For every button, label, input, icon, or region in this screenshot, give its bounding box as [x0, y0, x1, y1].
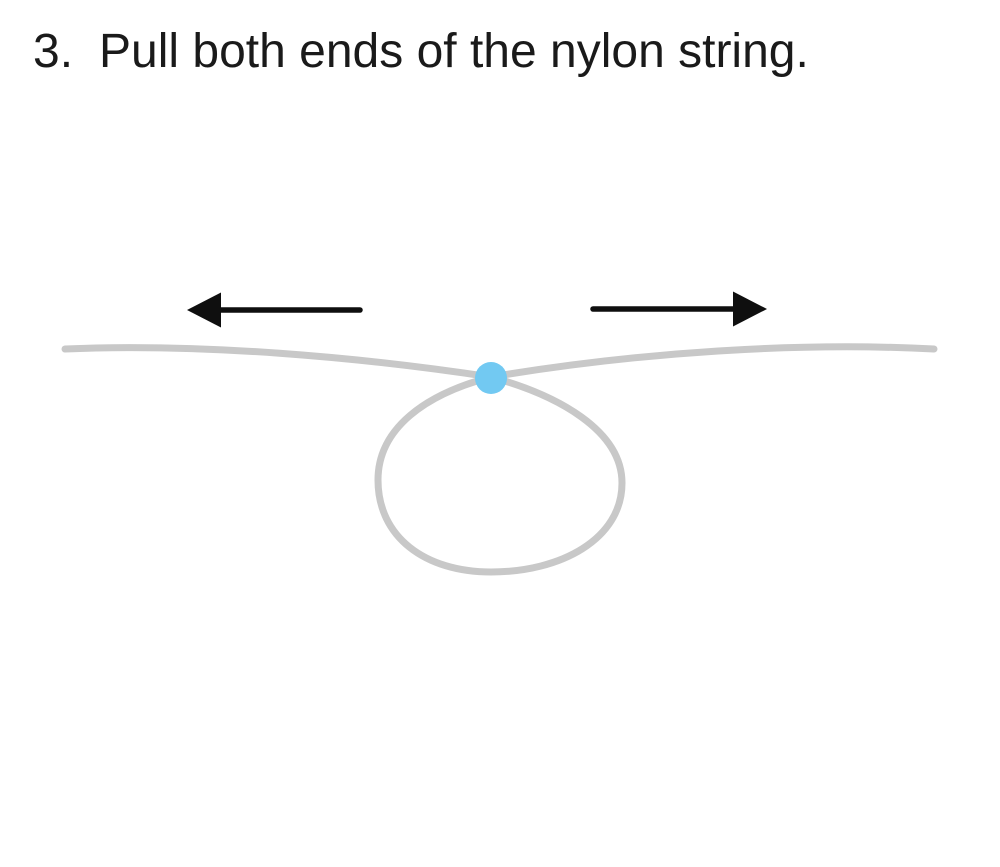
- pull-right-arrow-icon: [590, 291, 767, 327]
- pull-left-arrow-head: [187, 292, 221, 328]
- string-loop: [374, 373, 626, 576]
- pull-left-arrow-icon: [187, 292, 363, 328]
- knot-crossing-dot-icon: [475, 362, 507, 394]
- pull-right-arrow-head: [733, 291, 767, 327]
- instruction-title: 3. Pull both ends of the nylon string.: [33, 25, 809, 79]
- instruction-text: Pull both ends of the nylon string.: [99, 25, 809, 78]
- string-left-segment: [61, 344, 495, 381]
- string-right-segment: [487, 343, 938, 381]
- step-number: 3.: [33, 25, 74, 78]
